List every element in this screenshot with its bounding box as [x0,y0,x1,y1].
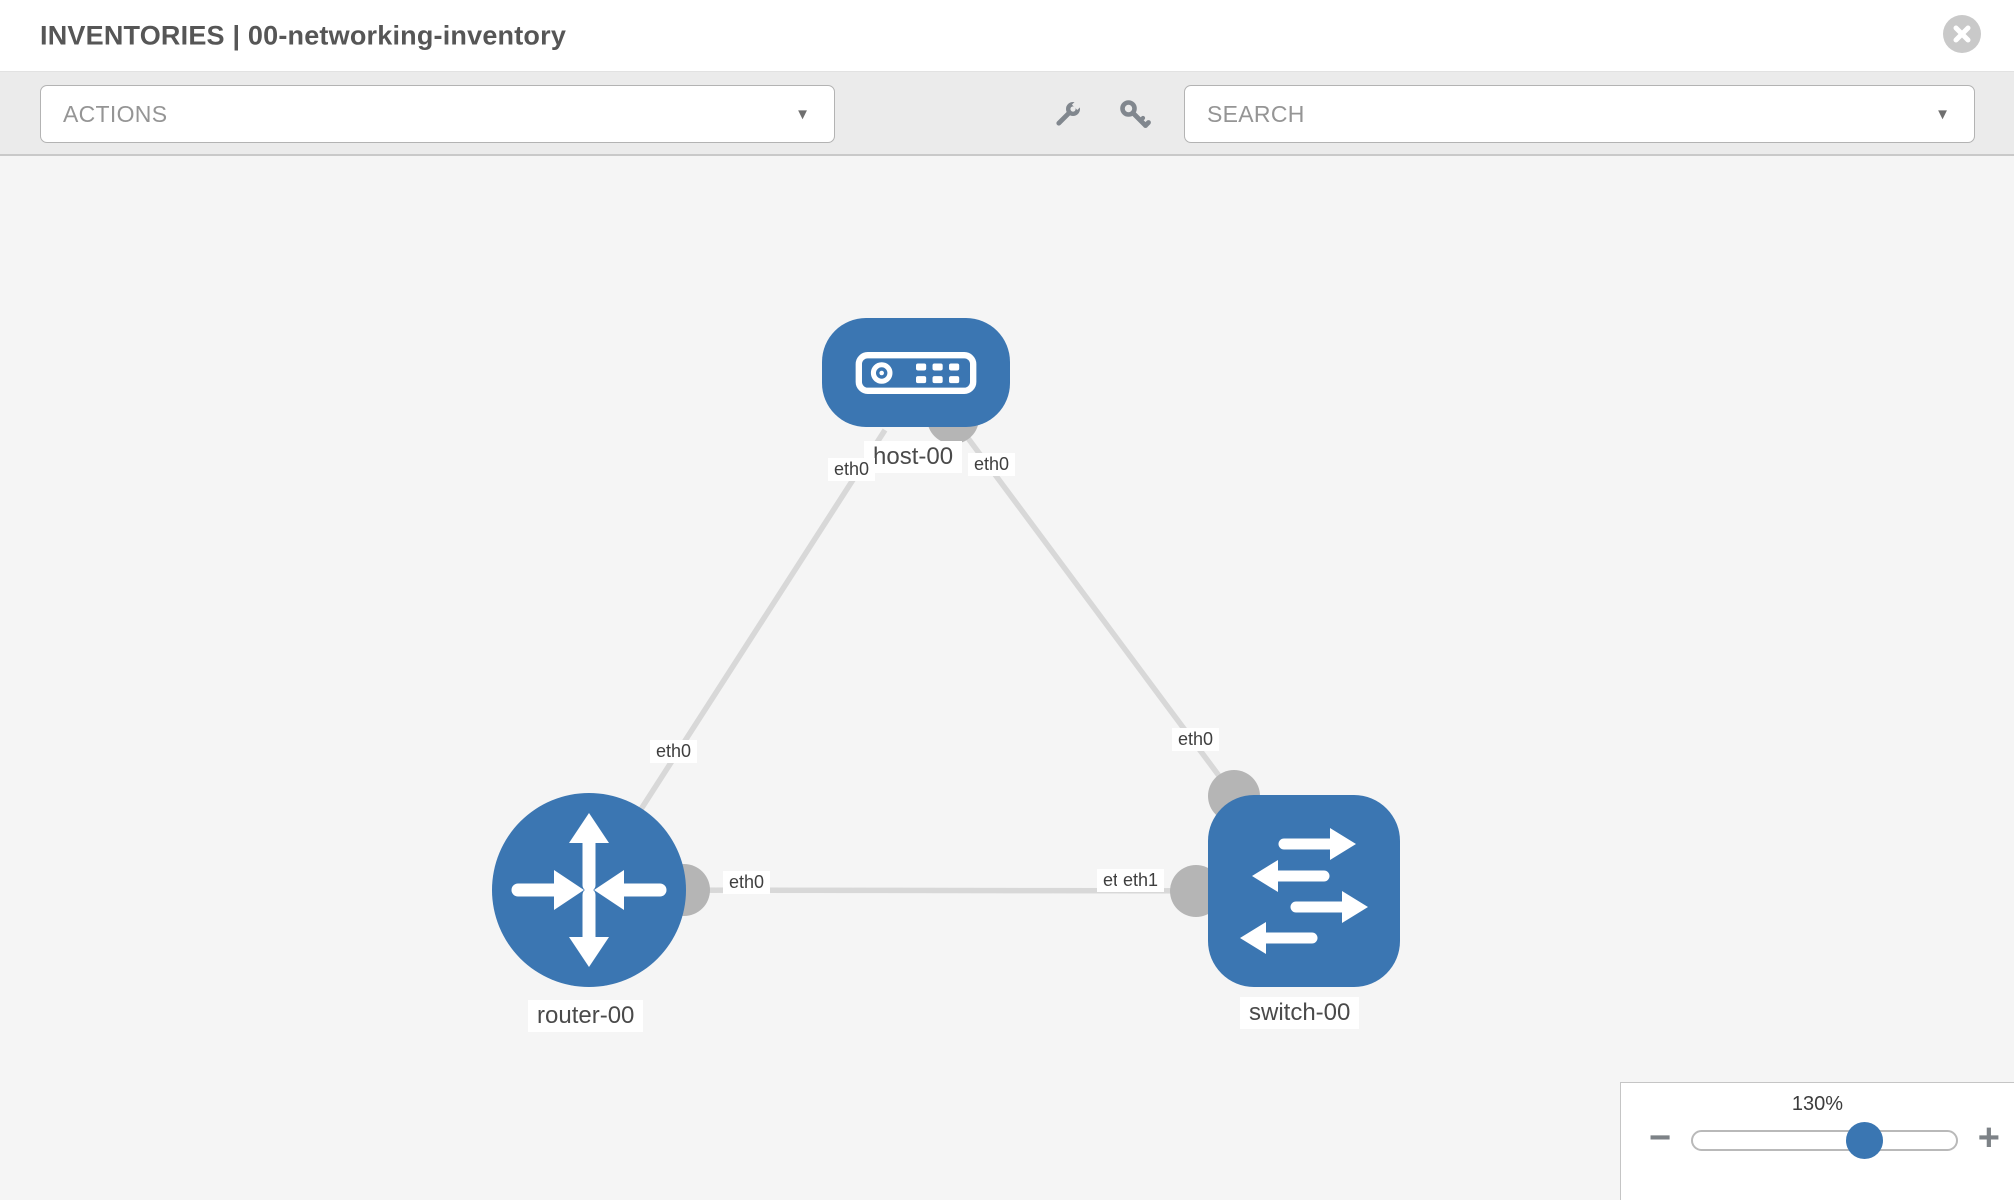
zoom-in-button[interactable]: + [1977,1117,2000,1159]
interface-label: eth0 [968,453,1016,476]
node-label-switch: switch-00 [1240,997,1360,1029]
topology-edges-layer [586,392,1305,917]
node-router-00[interactable] [492,793,686,987]
tools-button[interactable] [1050,98,1084,132]
actions-dropdown[interactable]: ACTIONS ▼ [40,85,835,143]
key-icon [1120,100,1151,128]
search-dropdown[interactable]: SEARCH ▼ [1184,85,1975,143]
wrench-icon [1056,100,1082,126]
router-arrows-icon [511,813,667,967]
server-icon [855,351,977,394]
node-label-host: host-00 [864,441,963,473]
switch-arrows-icon [1240,828,1368,954]
zoom-out-button[interactable]: − [1649,1117,1672,1159]
zoom-control-panel: 130% − + [1620,1082,2014,1200]
node-host-00[interactable] [822,318,1010,427]
close-icon [1953,25,1971,43]
search-dropdown-label: SEARCH [1207,100,1305,127]
header: INVENTORIES | 00-networking-inventory [0,0,2014,72]
node-label-router: router-00 [528,1000,644,1032]
interface-label: eth1 [1117,869,1165,892]
close-button[interactable] [1943,15,1981,53]
zoom-slider-thumb[interactable] [1846,1122,1883,1159]
topology-canvas[interactable]: host-00 router-00 switch-00 eth0 eth0 et… [0,156,2014,1200]
page-title: INVENTORIES | 00-networking-inventory [40,20,567,50]
zoom-level-label: 130% [1791,1093,1844,1115]
node-switch-00[interactable] [1208,795,1400,987]
interface-label: eth0 [650,740,698,763]
actions-dropdown-label: ACTIONS [63,100,168,127]
chevron-down-icon: ▼ [1935,105,1950,123]
interface-label: eth0 [723,871,771,894]
interface-label: eth0 [1172,728,1220,751]
zoom-slider-track[interactable] [1691,1122,1958,1159]
key-button[interactable] [1118,98,1152,132]
toolbar: ACTIONS ▼ [0,72,2014,156]
interface-label: eth0 [828,458,876,481]
chevron-down-icon: ▼ [795,105,810,123]
